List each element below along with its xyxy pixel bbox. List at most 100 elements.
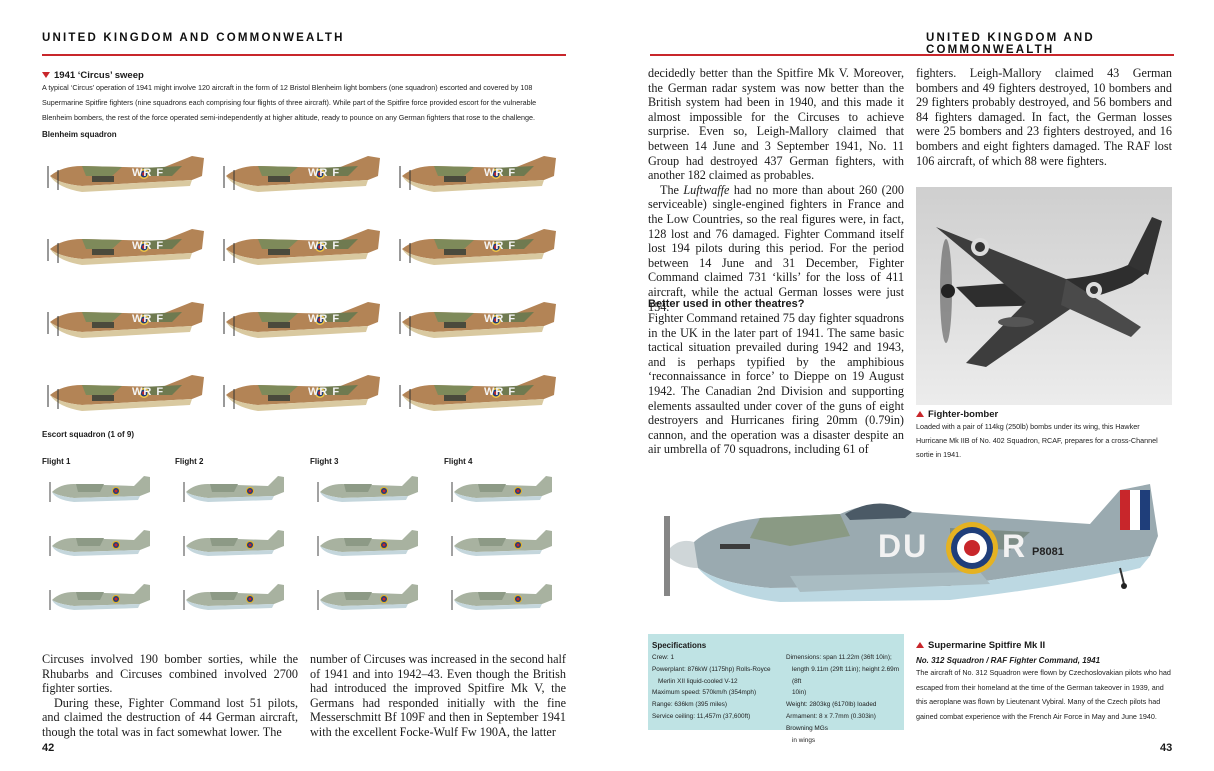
caption-marker-icon: [916, 642, 924, 649]
blenheim-code: WR F: [484, 167, 517, 179]
flight-4-label: Flight 4: [444, 457, 473, 466]
spec-dimensions: Dimensions: span 11.22m (36ft 10in);: [786, 654, 892, 661]
spitfire-fighter: [178, 580, 288, 616]
blenheim-code: WR F: [132, 240, 165, 252]
spec-dimensions-cont2: 10in): [792, 689, 807, 697]
photo-caption-title: Fighter-bomber: [916, 409, 998, 420]
blenheim-code: WR F: [484, 313, 517, 325]
flight-3-label: Flight 3: [310, 457, 339, 466]
spitfire-serial: P8081: [1032, 546, 1064, 558]
spitfire-fighter: [312, 472, 422, 508]
section-heading: Better used in other theatres?: [648, 298, 805, 310]
spitfire-caption-title-text: Supermarine Spitfire Mk II: [928, 640, 1046, 651]
spec-range: Range: 636km (395 miles): [652, 701, 727, 709]
spitfire-squadron-code: DU: [878, 528, 929, 564]
spitfire-caption-subtitle: No. 312 Squadron / RAF Fighter Command, …: [916, 656, 1101, 665]
flight-1-label: Flight 1: [42, 457, 71, 466]
flight-2-label: Flight 2: [175, 457, 204, 466]
blenheim-code: WR F: [484, 386, 517, 398]
blenheim-code: WR F: [132, 167, 165, 179]
spec-max-speed: Maximum speed: 570km/h (354mph): [652, 689, 757, 697]
spitfire-fighter: [312, 580, 422, 616]
running-header-right: UNITED KINGDOM AND COMMONWEALTH: [926, 32, 1095, 56]
blenheim-code: WR F: [308, 386, 341, 398]
spitfire-fighter: [446, 472, 556, 508]
left-body-col2: number of Circuses was increased in the …: [310, 652, 566, 740]
blenheim-bomber: WR F: [42, 146, 212, 200]
sweep-title-text: 1941 ‘Circus’ sweep: [54, 70, 144, 81]
spec-powerplant-cont: Merlin XII liquid-cooled V-12: [658, 677, 738, 685]
blenheim-bomber: WR F: [394, 146, 564, 200]
spec-dimensions-cont: length 9.11m (29ft 11in); height 2.69m (…: [792, 665, 900, 685]
spitfire-fighter: [44, 580, 154, 616]
specifications-box: Specifications Crew: 1 Powerplant: 876kW…: [648, 634, 904, 744]
spec-powerplant: Powerplant: 876kW (1175hp) Rolls-Royce: [652, 665, 771, 673]
blenheim-grid: WR F WR F WR F WR F WR F WR F WR F: [42, 146, 572, 411]
spec-weight: Weight: 2803kg (6170lb) loaded: [786, 701, 877, 709]
spec-armament-cont: in wings: [792, 736, 816, 744]
spitfire-caption-title: Supermarine Spitfire Mk II: [916, 640, 1045, 651]
hurricane-photo: [916, 187, 1172, 405]
blenheim-bomber: WR F: [42, 365, 212, 419]
right-col1-para1: decidedly better than the Spitfire Mk V.…: [648, 66, 904, 183]
spitfire-fighter: [446, 580, 556, 616]
escort-grid: [42, 472, 572, 622]
sweep-title: 1941 ‘Circus’ sweep: [42, 70, 144, 81]
spec-armament: Armament: 8 x 7.7mm (0.303in) Browning M…: [786, 712, 876, 732]
blenheim-code: WR F: [132, 313, 165, 325]
header-rule-right: [650, 54, 1174, 56]
right-col1-para3: Fighter Command retained 75 day fighter …: [648, 311, 904, 457]
spec-crew: Crew: 1: [652, 654, 675, 661]
spitfire-fighter: [44, 526, 154, 562]
blenheim-bomber: WR F: [42, 219, 212, 273]
spec-ceiling: Service ceiling: 11,457m (37,600ft): [652, 712, 751, 720]
spitfire-aircraft-letter: R: [1002, 528, 1026, 564]
blenheim-bomber: WR F: [218, 365, 388, 419]
right-body-col1b: Fighter Command retained 75 day fighter …: [648, 311, 904, 457]
right-body-col1: decidedly better than the Spitfire Mk V.…: [648, 66, 904, 314]
blenheim-bomber: WR F: [218, 292, 388, 346]
blenheim-bomber: WR F: [218, 146, 388, 200]
luftwaffe-emphasis: Luftwaffe: [683, 182, 730, 197]
spitfire-fighter: [178, 526, 288, 562]
page-number-right: 43: [1160, 742, 1173, 754]
para2-rest: had no more than about 260 (200 servicea…: [648, 182, 904, 314]
blenheim-code: WR F: [308, 313, 341, 325]
specifications-title: Specifications: [652, 641, 707, 650]
blenheim-bomber: WR F: [42, 292, 212, 346]
left-col1-para1: Circuses involved 190 bomber sorties, wh…: [42, 652, 298, 696]
left-body-col1: Circuses involved 190 bomber sorties, wh…: [42, 652, 298, 740]
left-col1-para2: During these, Fighter Command lost 51 pi…: [42, 695, 298, 739]
sweep-text: A typical ‘Circus’ operation of 1941 mig…: [42, 83, 537, 122]
blenheim-bomber: WR F: [394, 365, 564, 419]
spitfire-fighter: [446, 526, 556, 562]
running-header-left: UNITED KINGDOM AND COMMONWEALTH: [42, 32, 345, 44]
right-body-col2: fighters. Leigh-Mallory claimed 43 Germa…: [916, 66, 1172, 168]
blenheim-code: WR F: [484, 240, 517, 252]
blenheim-code: WR F: [132, 386, 165, 398]
photo-caption-title-text: Fighter-bomber: [928, 409, 999, 420]
blenheim-bomber: WR F: [218, 219, 388, 273]
specs-left-col: Crew: 1 Powerplant: 876kW (1175hp) Rolls…: [652, 652, 782, 723]
caption-marker-icon: [916, 411, 924, 418]
escort-label: Escort squadron (1 of 9): [42, 430, 135, 439]
spitfire-fighter: [178, 472, 288, 508]
spitfire-caption-text: The aircraft of No. 312 Squadron were fl…: [916, 668, 1171, 721]
para2-lead: The: [660, 182, 684, 197]
blenheim-bomber: WR F: [394, 292, 564, 346]
header-rule-left: [42, 54, 566, 56]
right-col2-para1: fighters. Leigh-Mallory claimed 43 Germa…: [916, 66, 1172, 168]
blenheim-label: Blenheim squadron: [42, 130, 117, 139]
page-number-left: 42: [42, 742, 55, 754]
blenheim-code: WR F: [308, 240, 341, 252]
spitfire-fighter: [44, 472, 154, 508]
caption-marker-icon: [42, 72, 50, 79]
blenheim-code: WR F: [308, 167, 341, 179]
photo-caption: Loaded with a pair of 114kg (250lb) bomb…: [916, 422, 1158, 459]
left-col2-para1: number of Circuses was increased in the …: [310, 652, 566, 739]
spitfire-profile: DU R P8081: [650, 476, 1175, 624]
specs-right-col: Dimensions: span 11.22m (36ft 10in); len…: [786, 652, 904, 746]
right-col1-para2: The Luftwaffe had no more than about 260…: [648, 183, 904, 314]
blenheim-bomber: WR F: [394, 219, 564, 273]
spitfire-fighter: [312, 526, 422, 562]
